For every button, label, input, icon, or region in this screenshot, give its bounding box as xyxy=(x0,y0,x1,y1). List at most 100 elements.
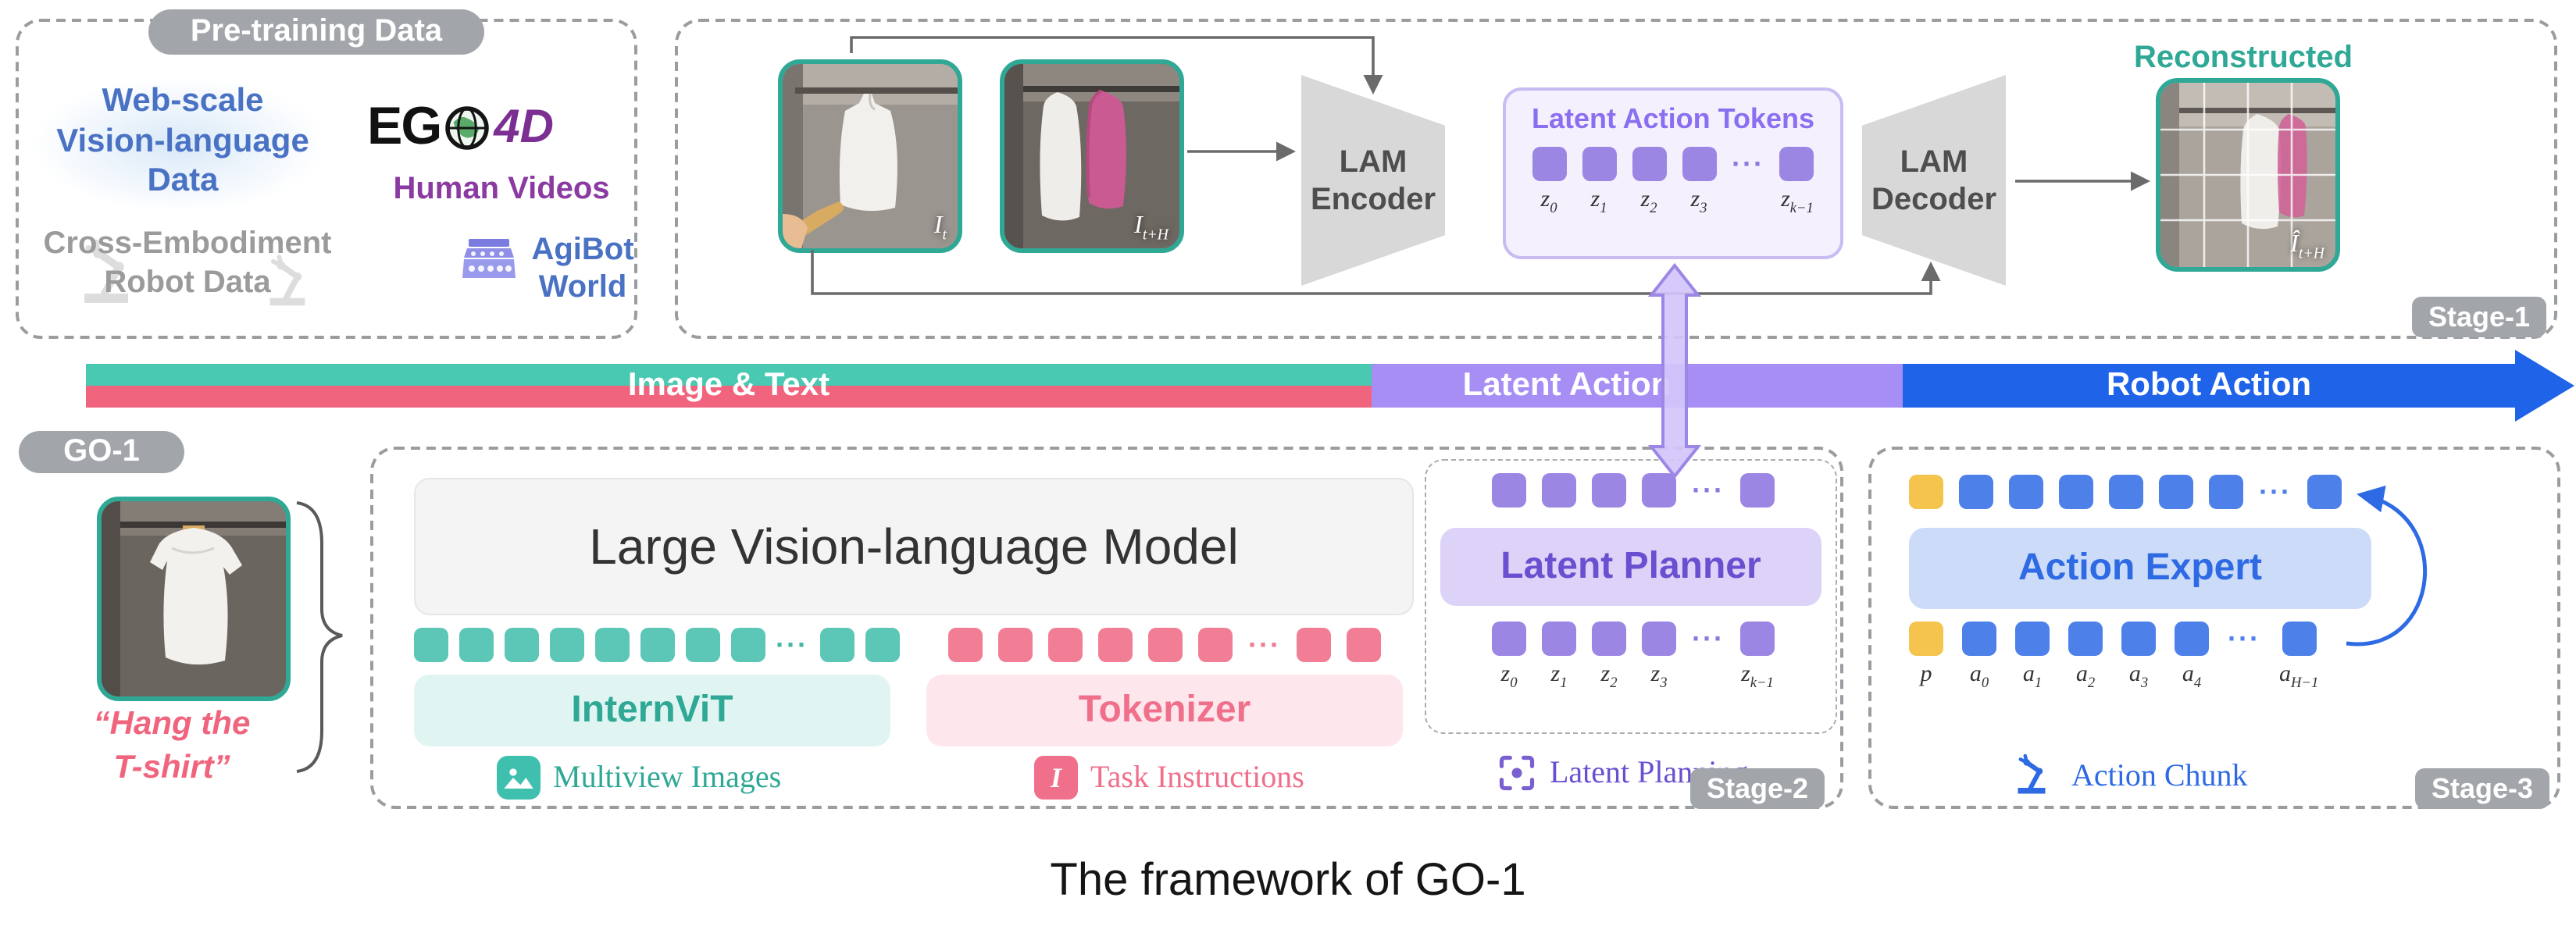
action-token xyxy=(1962,622,1996,656)
text-token xyxy=(1296,628,1331,662)
ego4d-logo: EG 4D xyxy=(367,97,554,158)
stage1-box xyxy=(675,19,2557,339)
stage2-box xyxy=(370,447,1843,809)
visual-token xyxy=(549,628,584,662)
visual-token xyxy=(458,628,494,662)
action-token-cell: a1 xyxy=(2015,622,2050,693)
visual-token xyxy=(594,628,630,662)
ellipsis: ··· xyxy=(1692,623,1725,654)
ego4d-logo-text-right: 4D xyxy=(494,101,554,152)
text-token xyxy=(1098,628,1133,662)
visual-token xyxy=(640,628,675,662)
action-token xyxy=(2059,475,2093,509)
stage3-badge: Stage-3 xyxy=(2415,768,2549,809)
token-label: zk−1 xyxy=(1741,662,1774,692)
latent-action-tokens-title: Latent Action Tokens xyxy=(1531,103,1814,134)
text-token xyxy=(948,628,983,662)
latent-token xyxy=(1642,473,1676,508)
visual-token-row: ··· xyxy=(413,628,899,662)
latent-token xyxy=(1739,622,1775,656)
action-input-token-row: ··· xyxy=(1909,475,2342,509)
action-token xyxy=(2109,475,2143,509)
lam-encoder-label: LAM Encoder xyxy=(1310,144,1436,216)
action-token xyxy=(2209,475,2243,509)
action-token xyxy=(2282,622,2317,656)
action-token xyxy=(2015,622,2050,656)
input-image xyxy=(97,497,291,701)
closet-photo-reconstructed xyxy=(2160,83,2335,267)
internvit-block: InternViT xyxy=(414,675,890,746)
observation-image-t: It xyxy=(778,59,962,253)
ellipsis: ··· xyxy=(2259,476,2292,508)
latent-token xyxy=(1542,622,1576,656)
frame-label-t-plus-h: It+H xyxy=(1134,212,1168,244)
multiview-image-icon xyxy=(497,756,541,800)
latent-token-row: z0 z1 z2 z3 ··· zk−1 xyxy=(1506,147,1840,218)
lam-decoder: LAM Decoder xyxy=(1862,75,2006,286)
stage2-badge: Stage-2 xyxy=(1690,768,1825,809)
latent-token xyxy=(1492,622,1526,656)
latent-token-cell: z2 xyxy=(1592,622,1626,693)
task-instructions-caption: I Task Instructions xyxy=(1034,756,1304,800)
action-expert-label: Action Expert xyxy=(2018,547,2263,589)
tokenizer-block: Tokenizer xyxy=(926,675,1403,746)
text-token xyxy=(1198,628,1233,662)
token-label: z1 xyxy=(1550,662,1568,692)
action-chunk-label: Action Chunk xyxy=(2071,758,2248,792)
latent-token xyxy=(1582,147,1616,181)
frame-label-t: It xyxy=(933,212,947,244)
text-token-row: ··· xyxy=(926,628,1403,662)
visual-token xyxy=(819,628,854,662)
token-label: z2 xyxy=(1600,662,1618,692)
token-label: p xyxy=(1920,662,1932,687)
internvit-label: InternViT xyxy=(571,689,733,731)
token-label: a1 xyxy=(2022,662,2043,692)
decor-blob xyxy=(34,78,323,211)
colosseum-icon xyxy=(462,239,516,278)
action-token xyxy=(2307,475,2342,509)
text-token xyxy=(998,628,1033,662)
token-label: a0 xyxy=(1969,662,1989,692)
token-label: a2 xyxy=(2075,662,2096,692)
banner-latent-action: Latent Action xyxy=(1372,364,1903,408)
task-instruction-text: “Hang the T-shirt” xyxy=(93,706,251,786)
frame-label-reconstructed: Ît+H xyxy=(2290,230,2324,262)
web-scale-data-label: Web-scale Vision-language Data xyxy=(56,83,309,199)
cross-embodiment-label: Cross-Embodiment Robot Data xyxy=(43,226,332,300)
latent-token-cell: z2 xyxy=(1632,147,1666,218)
action-token-cell: a2 xyxy=(2068,622,2103,693)
latent-token xyxy=(1492,473,1526,508)
task-instructions-label: Task Instructions xyxy=(1090,760,1304,794)
latent-planner-label: Latent Planner xyxy=(1500,545,1761,587)
latent-token xyxy=(1739,473,1775,508)
action-token xyxy=(2121,622,2156,656)
text-token xyxy=(1048,628,1083,662)
text-token xyxy=(1148,628,1183,662)
multiview-label: Multiview Images xyxy=(553,760,782,794)
token-label: z2 xyxy=(1640,187,1657,217)
latent-token xyxy=(1532,147,1566,181)
agibot-world-label: AgiBot World xyxy=(531,233,634,305)
ellipsis: ··· xyxy=(1732,148,1764,180)
latent-token xyxy=(1632,147,1666,181)
latent-token xyxy=(1779,147,1814,181)
human-videos-label: Human Videos xyxy=(393,172,610,206)
banner-latent-action-label: Latent Action xyxy=(1462,367,1672,403)
action-output-token-row: p a0 a1 a2 a3 a4 ··· aH−1 xyxy=(1909,622,2318,693)
reconstructed-label: Reconstructed xyxy=(2133,41,2353,75)
token-label: z0 xyxy=(1500,662,1518,692)
action-token-cell: a0 xyxy=(1962,622,1996,693)
action-token xyxy=(2175,622,2209,656)
latent-token-cell: z0 xyxy=(1492,622,1526,693)
latent-token-cell: zk−1 xyxy=(1779,147,1814,218)
ellipsis: ··· xyxy=(1248,629,1281,661)
token-label: z0 xyxy=(1540,187,1557,217)
stage1-badge: Stage-1 xyxy=(2412,297,2546,337)
latent-token-cell: z0 xyxy=(1532,147,1566,218)
token-label: z3 xyxy=(1690,187,1707,217)
text-token xyxy=(1346,628,1381,662)
proprio-token-cell: p xyxy=(1909,622,1943,693)
action-token-cell: aH−1 xyxy=(2279,622,2318,693)
latent-token xyxy=(1682,147,1716,181)
